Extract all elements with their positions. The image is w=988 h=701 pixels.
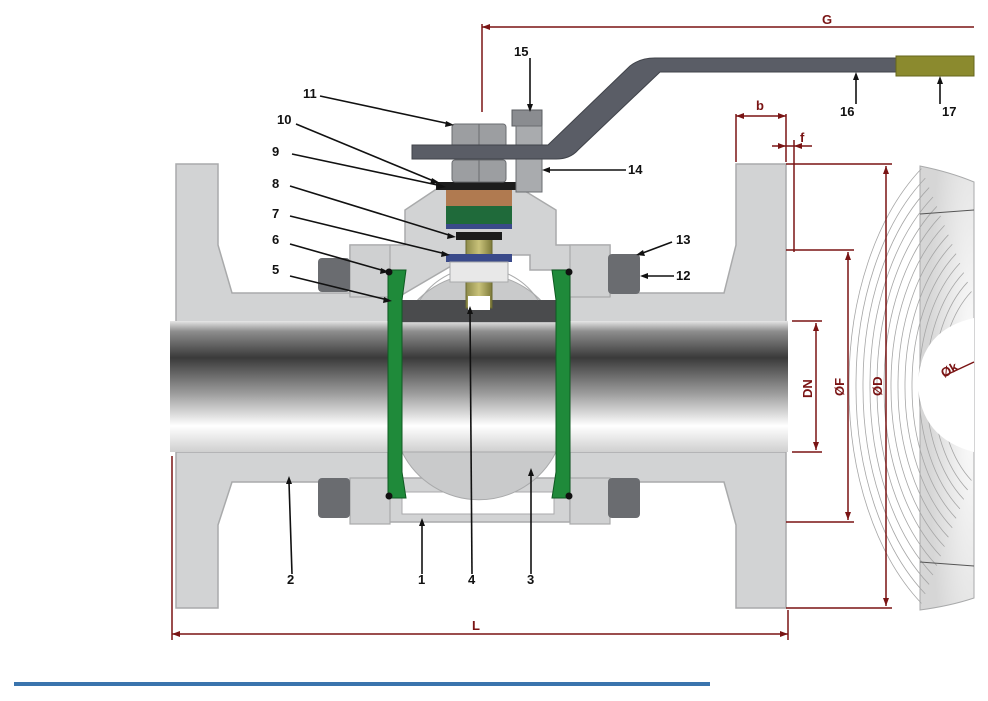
- callout-16: 16: [840, 104, 854, 119]
- serration-ring: [918, 262, 961, 510]
- bolt-nut: [608, 254, 640, 294]
- left-flange: [175, 163, 389, 323]
- dim-label-g: G: [822, 12, 832, 27]
- serration-ring: [848, 168, 922, 604]
- serration-ring: [904, 243, 953, 529]
- stem-assembly: [436, 182, 522, 310]
- packing-washer: [446, 224, 512, 229]
- serration-ring: [890, 225, 945, 547]
- dimension-lines: [171, 24, 975, 640]
- serration-ring: [897, 234, 949, 538]
- stop-bolt-head: [511, 109, 543, 127]
- callout-labels: 1 2 3 4 5 6 7 8 9 10 11 12 13 14 15 16 1…: [272, 44, 956, 587]
- body-bolts: [318, 254, 640, 518]
- right-flange-lower: [569, 451, 787, 609]
- serration-ring: [876, 206, 938, 566]
- dim-label-f: f: [800, 130, 805, 145]
- serration-ring: [862, 187, 930, 585]
- left-flange-lower: [175, 451, 389, 609]
- callout-5: 5: [272, 262, 279, 277]
- bolt-head: [318, 478, 350, 518]
- bolt-nut: [608, 478, 640, 518]
- serration-ring: [883, 215, 941, 557]
- callout-8: 8: [272, 176, 279, 191]
- gland: [446, 190, 512, 206]
- callout-2: 2: [287, 572, 294, 587]
- dim-label-f-dia: ØF: [832, 378, 847, 396]
- dim-label-dn: DN: [800, 379, 815, 398]
- callout-10: 10: [277, 112, 291, 127]
- serration-ring: [911, 253, 957, 519]
- callout-6: 6: [272, 232, 279, 247]
- seat-oring: [565, 492, 573, 500]
- stem-bushing: [449, 261, 509, 283]
- flow-bore: [170, 321, 788, 452]
- callout-leaders: [286, 58, 943, 575]
- dim-label-l: L: [472, 618, 480, 633]
- callout-15: 15: [514, 44, 528, 59]
- bottom-rule: [14, 682, 710, 686]
- callout-4: 4: [468, 572, 476, 587]
- seat-oring: [385, 492, 393, 500]
- dimension-labels: G b f DN ØF ØD Øk L: [472, 12, 961, 633]
- left-body-boss-lower: [349, 477, 391, 525]
- callout-3: 3: [527, 572, 534, 587]
- callout-13: 13: [676, 232, 690, 247]
- callout-17: 17: [942, 104, 956, 119]
- callout-12: 12: [676, 268, 690, 283]
- callout-11: 11: [303, 86, 317, 101]
- seat-oring: [565, 268, 573, 276]
- callout-1: 1: [418, 572, 425, 587]
- handle-sleeve: [895, 55, 975, 77]
- flange-bore-view: [918, 318, 974, 452]
- stem-tang: [468, 296, 490, 310]
- ball: [401, 267, 557, 501]
- serration-ring: [855, 177, 926, 595]
- handle-assembly: [411, 55, 975, 193]
- gland-plate: [436, 182, 522, 190]
- callout-7: 7: [272, 206, 279, 221]
- right-body-boss-lower: [569, 477, 611, 525]
- dim-label-d-dia: ØD: [870, 377, 885, 397]
- stem-oring: [456, 232, 502, 240]
- seats: [385, 268, 573, 500]
- callout-14: 14: [628, 162, 643, 177]
- right-body-boss: [569, 244, 611, 298]
- bolt-head: [318, 258, 350, 292]
- callout-9: 9: [272, 144, 279, 159]
- thrust-washer: [446, 254, 512, 262]
- flange-face-view: [848, 165, 975, 611]
- dim-label-b: b: [756, 98, 764, 113]
